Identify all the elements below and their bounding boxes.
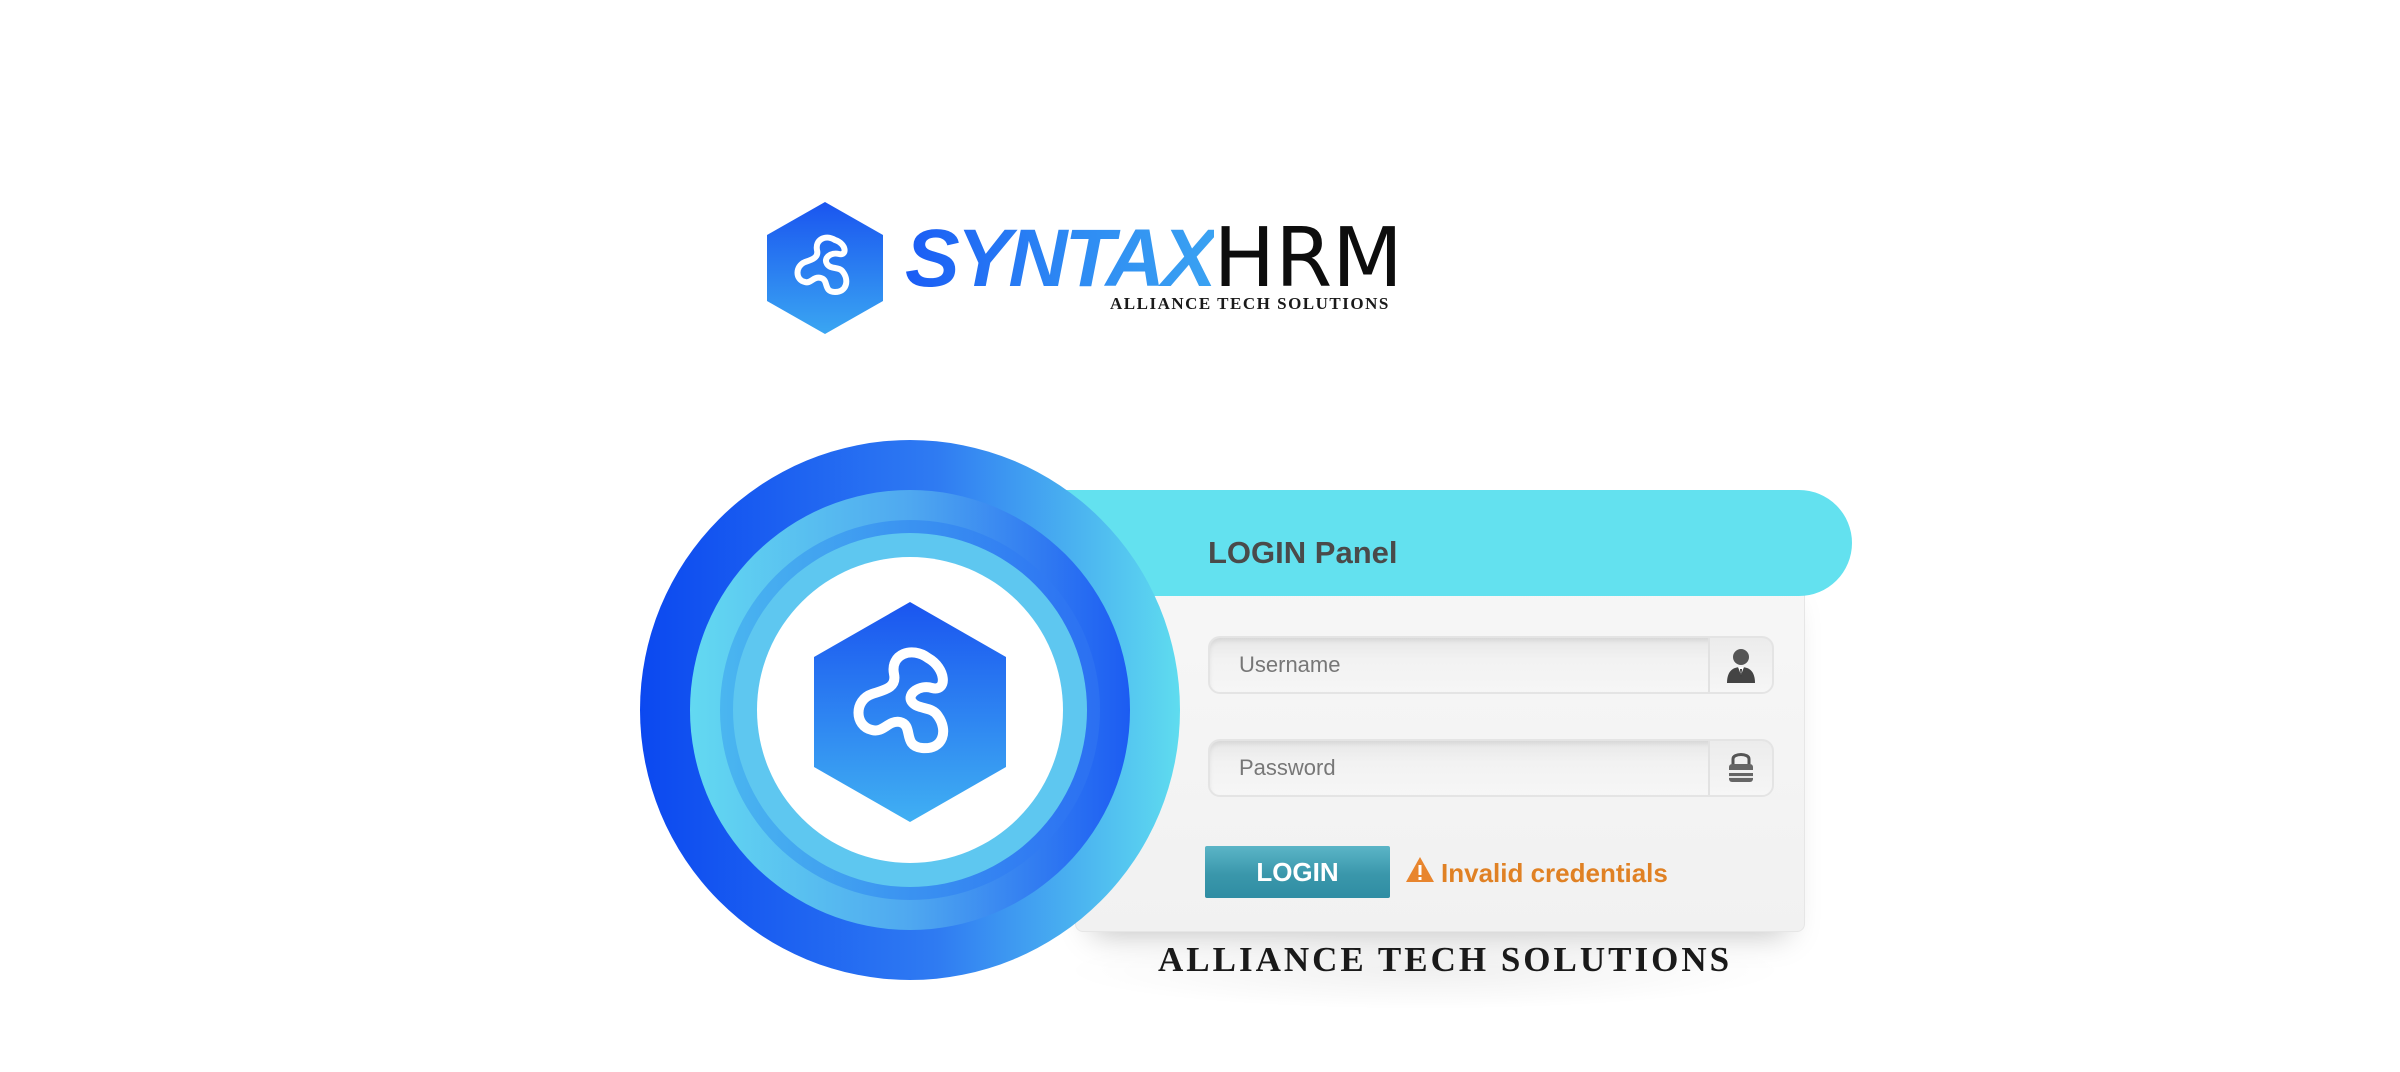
top-logo: SYNTAXHRM ALLIANCE TECH SOLUTIONS — [765, 200, 1403, 340]
footer-shadow — [1060, 930, 1790, 1010]
login-panel-header — [1050, 490, 1852, 596]
brand-syntax: SYNTAX — [905, 213, 1217, 304]
logo-tagline: ALLIANCE TECH SOLUTIONS — [1110, 294, 1390, 313]
footer-tagline: ALLIANCE TECH SOLUTIONS — [1158, 940, 1733, 979]
lock-icon-box — [1708, 741, 1772, 795]
username-input[interactable] — [1210, 638, 1710, 692]
lock-icon — [1729, 753, 1753, 782]
brand-hrm: HRM — [1213, 211, 1403, 306]
username-field — [1208, 636, 1774, 694]
brand-wordmark: SYNTAXHRM — [905, 218, 1403, 300]
syntax-circle-emblem-icon — [640, 440, 1180, 980]
user-icon — [1727, 649, 1755, 683]
password-input[interactable] — [1210, 741, 1710, 795]
error-text: Invalid credentials — [1441, 858, 1668, 888]
panel-title: LOGIN Panel — [1208, 535, 1398, 570]
syntax-hex-logo-icon — [767, 202, 883, 334]
user-icon-box — [1708, 638, 1772, 692]
login-button[interactable]: LOGIN — [1205, 846, 1390, 898]
warning-icon — [1406, 857, 1434, 882]
password-field — [1208, 739, 1774, 797]
